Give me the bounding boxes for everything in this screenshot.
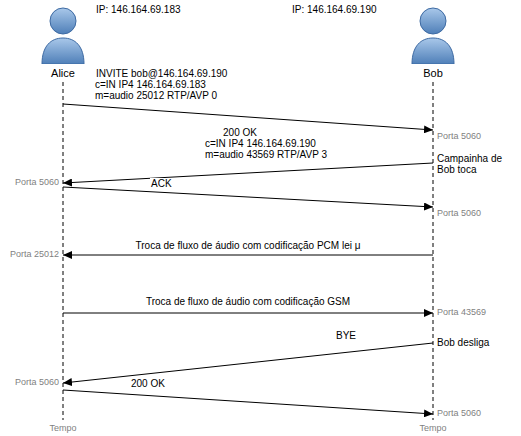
port-label: Porta 5060 [437,131,481,142]
note-label: Campainha de Bob toca [437,153,515,175]
message-label: Troca de fluxo de áudio com codificação … [135,240,362,251]
message-label: Troca de fluxo de áudio com codificação … [145,296,351,307]
note-label: IP: 146.164.69.183 [96,4,181,15]
message-label: 200 OK [222,127,258,138]
actor-name: Bob [405,67,461,79]
port-label: Tempo [49,423,76,434]
person-icon [38,4,88,64]
port-label: Porta 5060 [15,377,59,388]
note-label: Bob desliga [437,337,489,348]
lifeline [433,82,434,420]
message-arrow [63,255,433,256]
message-label: INVITE bob@146.164.69.190 [95,68,228,79]
message-label: ACK [150,178,173,189]
actor-name: Alice [35,67,91,79]
port-label: Porta 25012 [10,249,59,260]
note-label: IP: 146.164.69.190 [292,4,377,15]
lifeline [63,82,64,420]
note-label: m=audio 25012 RTP/AVP 0 [95,90,217,101]
message-arrow [63,313,433,314]
port-label: Porta 5060 [15,177,59,188]
message-label: BYE [335,330,357,341]
note-label: c=IN IP4 146.164.69.183 [95,79,206,90]
note-label: m=audio 43569 RTP/AVP 3 [205,149,327,160]
message-arrow [63,343,433,383]
port-label: Porta 5060 [437,208,481,219]
message-arrow [63,390,433,414]
port-label: Tempo [419,423,446,434]
message-arrow [63,187,433,207]
actor: Alice [35,4,91,82]
port-label: Porta 5060 [437,408,481,419]
actor: Bob [405,4,461,82]
person-icon [408,4,458,64]
message-arrow [63,163,433,183]
note-label: c=IN IP4 146.164.69.190 [205,138,316,149]
port-label: Porta 43569 [437,307,486,318]
message-label: 200 OK [130,378,166,389]
